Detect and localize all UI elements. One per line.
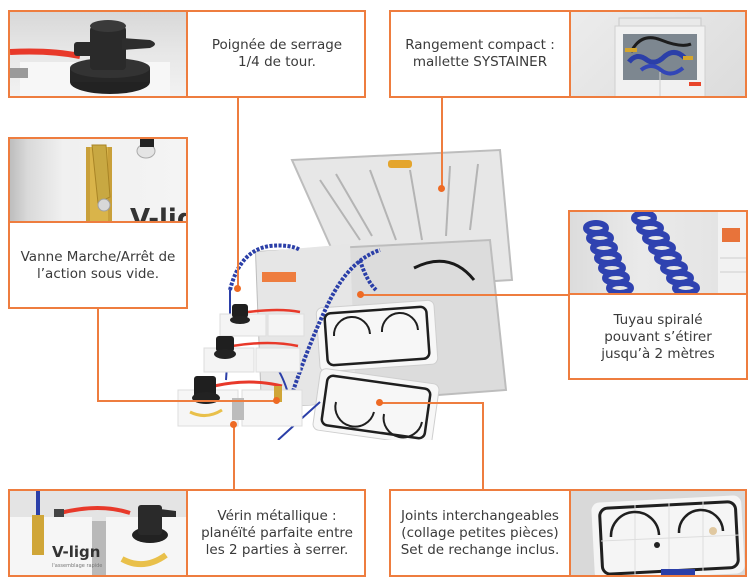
valve-photo: V-lign [10, 139, 186, 223]
connector-hose [362, 294, 568, 296]
connector-dot-handle [234, 285, 241, 292]
connector-dot-valve [273, 397, 280, 404]
cylinder-photo-tagline: l'assemblage rapide [52, 563, 102, 569]
valve-text: Vanne Marche/Arrêt de l’action sous vide… [20, 249, 176, 282]
cylinder-photo: V-lign l'assemblage rapide [10, 491, 188, 575]
hose-photo [570, 212, 746, 295]
storage-photo [569, 12, 745, 96]
connector-dot-hose [357, 291, 364, 298]
hose-text: Tuyau spiralé pouvant s’étirer jusqu’à 2… [601, 312, 715, 362]
valve-illustration: V-lign [86, 139, 186, 223]
connector-seals-h [380, 402, 484, 404]
cylinder-text: Vérin métallique : planéïté parfaite ent… [201, 507, 353, 558]
product-image [177, 148, 514, 440]
valve-photo-label: V-lign [130, 204, 186, 223]
callout-seals: Joints interchangeables (collage petites… [389, 489, 747, 577]
handle-photo [10, 12, 188, 96]
callout-cylinder: V-lign l'assemblage rapide Vérin métalli… [8, 489, 366, 577]
connector-cylinder [233, 425, 235, 489]
connector-dot-cylinder [230, 421, 237, 428]
connector-handle [237, 98, 239, 288]
callout-handle: Poignée de serrage 1/4 de tour. [8, 10, 366, 98]
seals-photo [569, 491, 745, 575]
seal-pad-upper [315, 299, 439, 373]
handle-illustration [10, 20, 170, 96]
connector-valve-v [97, 309, 99, 401]
connector-valve-h [97, 400, 277, 402]
seals-illustration [591, 495, 745, 575]
cylinder-illustration: V-lign l'assemblage rapide [10, 491, 186, 575]
connector-seals-v [482, 402, 484, 489]
clamp-block-3 [177, 376, 303, 427]
callout-storage: Rangement compact : mallette SYSTAINER [389, 10, 747, 98]
seal-pad-lower [312, 368, 440, 440]
handle-text: Poignée de serrage 1/4 de tour. [211, 37, 343, 70]
connector-dot-seals [376, 399, 383, 406]
storage-text: Rangement compact : mallette SYSTAINER [405, 37, 555, 70]
seals-text: Joints interchangeables (collage petites… [400, 507, 560, 558]
connector-dot-storage [438, 185, 445, 192]
callout-hose: Tuyau spiralé pouvant s’étirer jusqu’à 2… [568, 210, 748, 380]
clamp-block-1 [219, 304, 305, 337]
connector-storage [441, 98, 443, 188]
cylinder-photo-brand: V-lign [52, 543, 100, 561]
case-latch [388, 160, 412, 168]
hose-illustration [583, 212, 746, 293]
callout-valve: V-lign Vanne Marche/Arrêt de l’action so… [8, 137, 188, 309]
storage-illustration [614, 17, 706, 96]
clamp-block-2 [203, 336, 301, 373]
